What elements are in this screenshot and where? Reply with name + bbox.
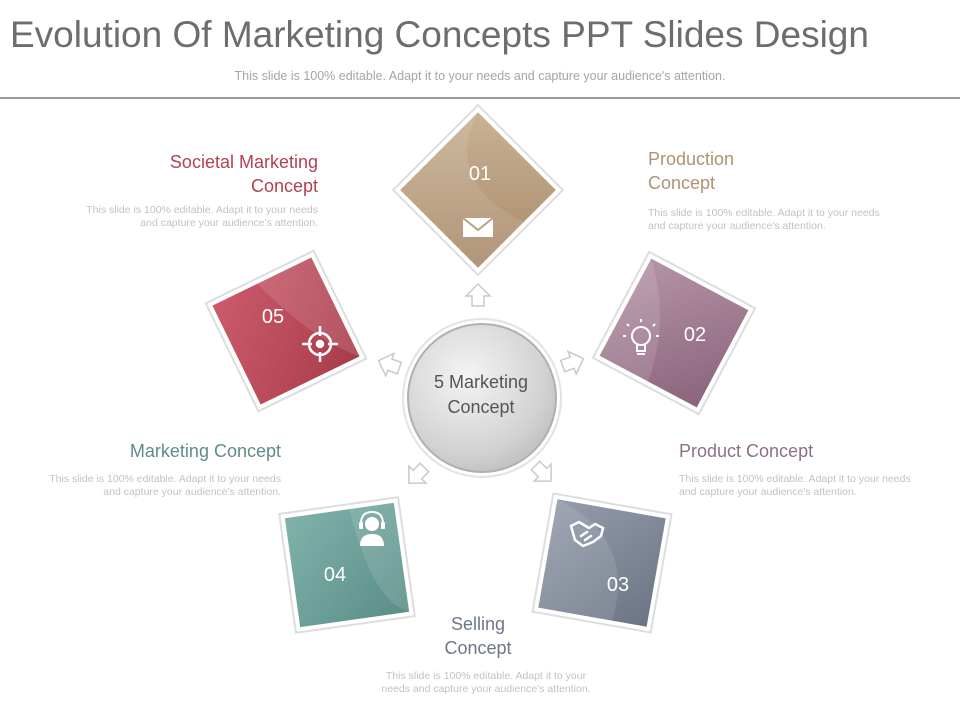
tile-01-number: 01: [469, 163, 491, 185]
arrow-to-04: [408, 462, 430, 484]
center-label: 5 Marketing Concept: [433, 372, 529, 417]
lightbulb-icon: [623, 319, 659, 355]
tile-04-number: 04: [324, 564, 346, 586]
tile-05-number: 05: [262, 306, 284, 328]
slide-title: Evolution Of Marketing Concepts PPT Slid…: [10, 14, 869, 55]
arrow-to-01: [464, 282, 492, 307]
arrow-to-03: [530, 460, 552, 482]
concept-03-description: This slide is 100% editable. Adapt it to…: [381, 670, 591, 695]
concept-04-description: This slide is 100% editable. Adapt it to…: [49, 473, 281, 498]
concept-02-heading: Product Concept: [679, 441, 814, 461]
concept-04-heading: Marketing Concept: [129, 441, 281, 461]
arrow-to-02: [559, 349, 585, 376]
tile-01: [391, 103, 565, 277]
target-icon: [302, 326, 338, 362]
concept-01-heading: Production Concept: [648, 149, 735, 193]
handshake-icon: [569, 520, 605, 548]
tile-03-number: 03: [607, 574, 629, 596]
tile-04: [278, 496, 416, 634]
concept-02-description: This slide is 100% editable. Adapt it to…: [679, 473, 911, 498]
title-divider: [0, 97, 960, 99]
slide-subtitle: This slide is 100% editable. Adapt it to…: [234, 69, 726, 83]
concept-03-heading: Selling Concept: [444, 614, 512, 658]
envelope-icon: [462, 217, 494, 237]
center-circle: [407, 323, 557, 473]
concept-05-description: This slide is 100% editable. Adapt it to…: [86, 204, 318, 229]
tile-05: [204, 249, 368, 413]
concept-01-description: This slide is 100% editable. Adapt it to…: [648, 207, 880, 232]
arrow-to-05: [377, 351, 403, 378]
tile-02: [591, 250, 757, 416]
tile-03: [531, 492, 673, 634]
concept-05-heading: Societal Marketing Concept: [169, 152, 318, 196]
headset-person-icon: [359, 510, 385, 546]
tile-02-number: 02: [684, 324, 706, 346]
